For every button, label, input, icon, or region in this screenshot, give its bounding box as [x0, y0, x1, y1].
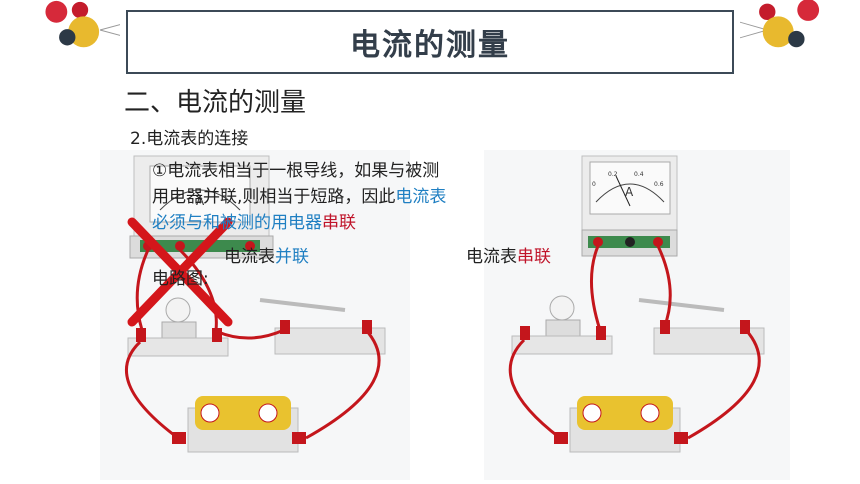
bulb-right — [511, 295, 613, 355]
series-label-a: 电流表 — [466, 247, 517, 267]
series-label: 电流表串联 — [466, 242, 551, 267]
decoration-left — [45, 0, 120, 48]
meter-tick-2: 0.4 — [634, 171, 644, 178]
para-line-2: 用电器并联,则相当于短路，因此电流表 — [152, 184, 572, 210]
wrong-cross-icon — [127, 217, 233, 327]
para-line-3a: 必须与和被测的用电器 — [152, 213, 322, 233]
decoration-right — [740, 0, 820, 48]
meter-tick-3: 0.6 — [654, 181, 664, 188]
bulb-left — [127, 297, 229, 357]
circuit-label: 电路图: — [152, 269, 209, 289]
switch-right — [638, 298, 765, 355]
para-line-1: ①电流表相当于一根导线，如果与被测 — [152, 161, 440, 181]
series-label-b: 串联 — [517, 247, 551, 267]
battery-right — [554, 396, 688, 453]
parallel-label: 电流表并联 — [224, 242, 309, 267]
explanation-paragraph: ①电流表相当于一根导线，如果与被测 用电器并联,则相当于短路，因此电流表 必须与… — [152, 158, 572, 236]
para-line-2a: 用电器并联,则相当于短路，因此 — [152, 187, 396, 207]
parallel-label-b: 并联 — [275, 247, 309, 267]
meter-tick-0: 0 — [592, 181, 596, 188]
switch-left — [259, 298, 386, 355]
ammeter-right: 0 0.2 0.4 0.6 A — [581, 155, 678, 257]
para-line-3: 必须与和被测的用电器串联 — [152, 210, 572, 236]
meter-tick-1: 0.2 — [608, 171, 618, 178]
meter-symbol-left: A — [196, 194, 205, 208]
title-box: 电流的测量 — [126, 10, 734, 74]
section-heading: 二、电流的测量 — [124, 88, 307, 118]
battery-left — [172, 396, 306, 453]
page-title: 电流的测量 — [350, 28, 510, 63]
right-circuit-image: 0 0.2 0.4 0.6 A — [484, 150, 790, 480]
parallel-label-a: 电流表 — [224, 247, 275, 267]
left-circuit-image: A — [100, 150, 410, 480]
para-line-3b: 串联 — [322, 213, 356, 233]
sub-heading: 2.电流表的连接 — [130, 129, 249, 149]
para-line-2b: 电流表 — [395, 187, 447, 207]
meter-symbol-right: A — [625, 185, 634, 199]
